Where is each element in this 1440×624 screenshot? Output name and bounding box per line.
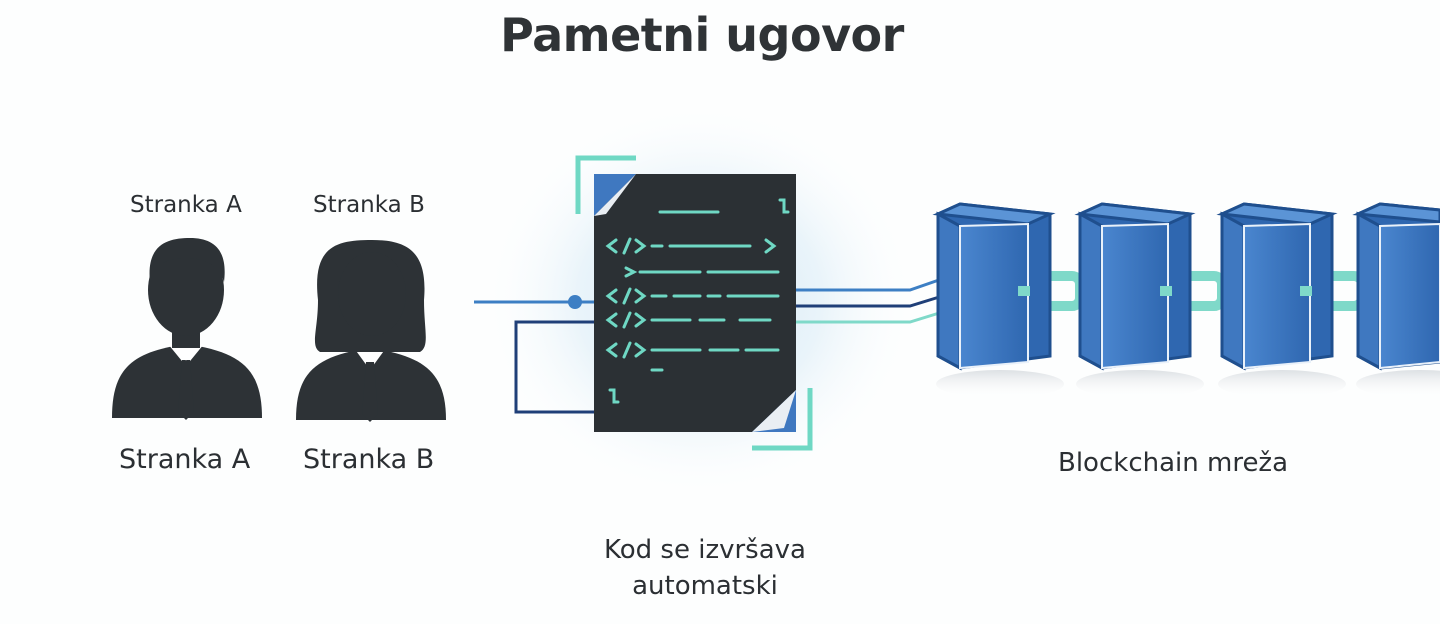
blockchain-block-icon [1074, 202, 1196, 371]
party-connector-lines [474, 295, 596, 414]
execution-caption-line2: automatski [632, 571, 778, 601]
code-document-icon [594, 174, 796, 432]
blockchain-label: Blockchain mreža [1058, 448, 1289, 478]
party-b-label-bottom: Stranka B [303, 444, 435, 475]
person-male-icon [112, 238, 262, 420]
blockchain-block-icon [1352, 202, 1440, 371]
contract-corner-brackets [575, 155, 813, 451]
party-a-label-bottom: Stranka A [119, 444, 251, 475]
execution-caption-line1: Kod se izvršava [604, 535, 806, 565]
party-b-label-top: Stranka B [313, 192, 425, 218]
person-female-icon [296, 240, 446, 422]
blockchain-block-icon [932, 202, 1056, 371]
block-shadows [936, 370, 1440, 398]
diagram-title: Pametni ugovor [500, 8, 904, 62]
blockchain-block-icon [1216, 202, 1338, 371]
execution-caption: Kod se izvršava automatski [540, 532, 870, 604]
party-a-label-top: Stranka A [130, 192, 242, 218]
